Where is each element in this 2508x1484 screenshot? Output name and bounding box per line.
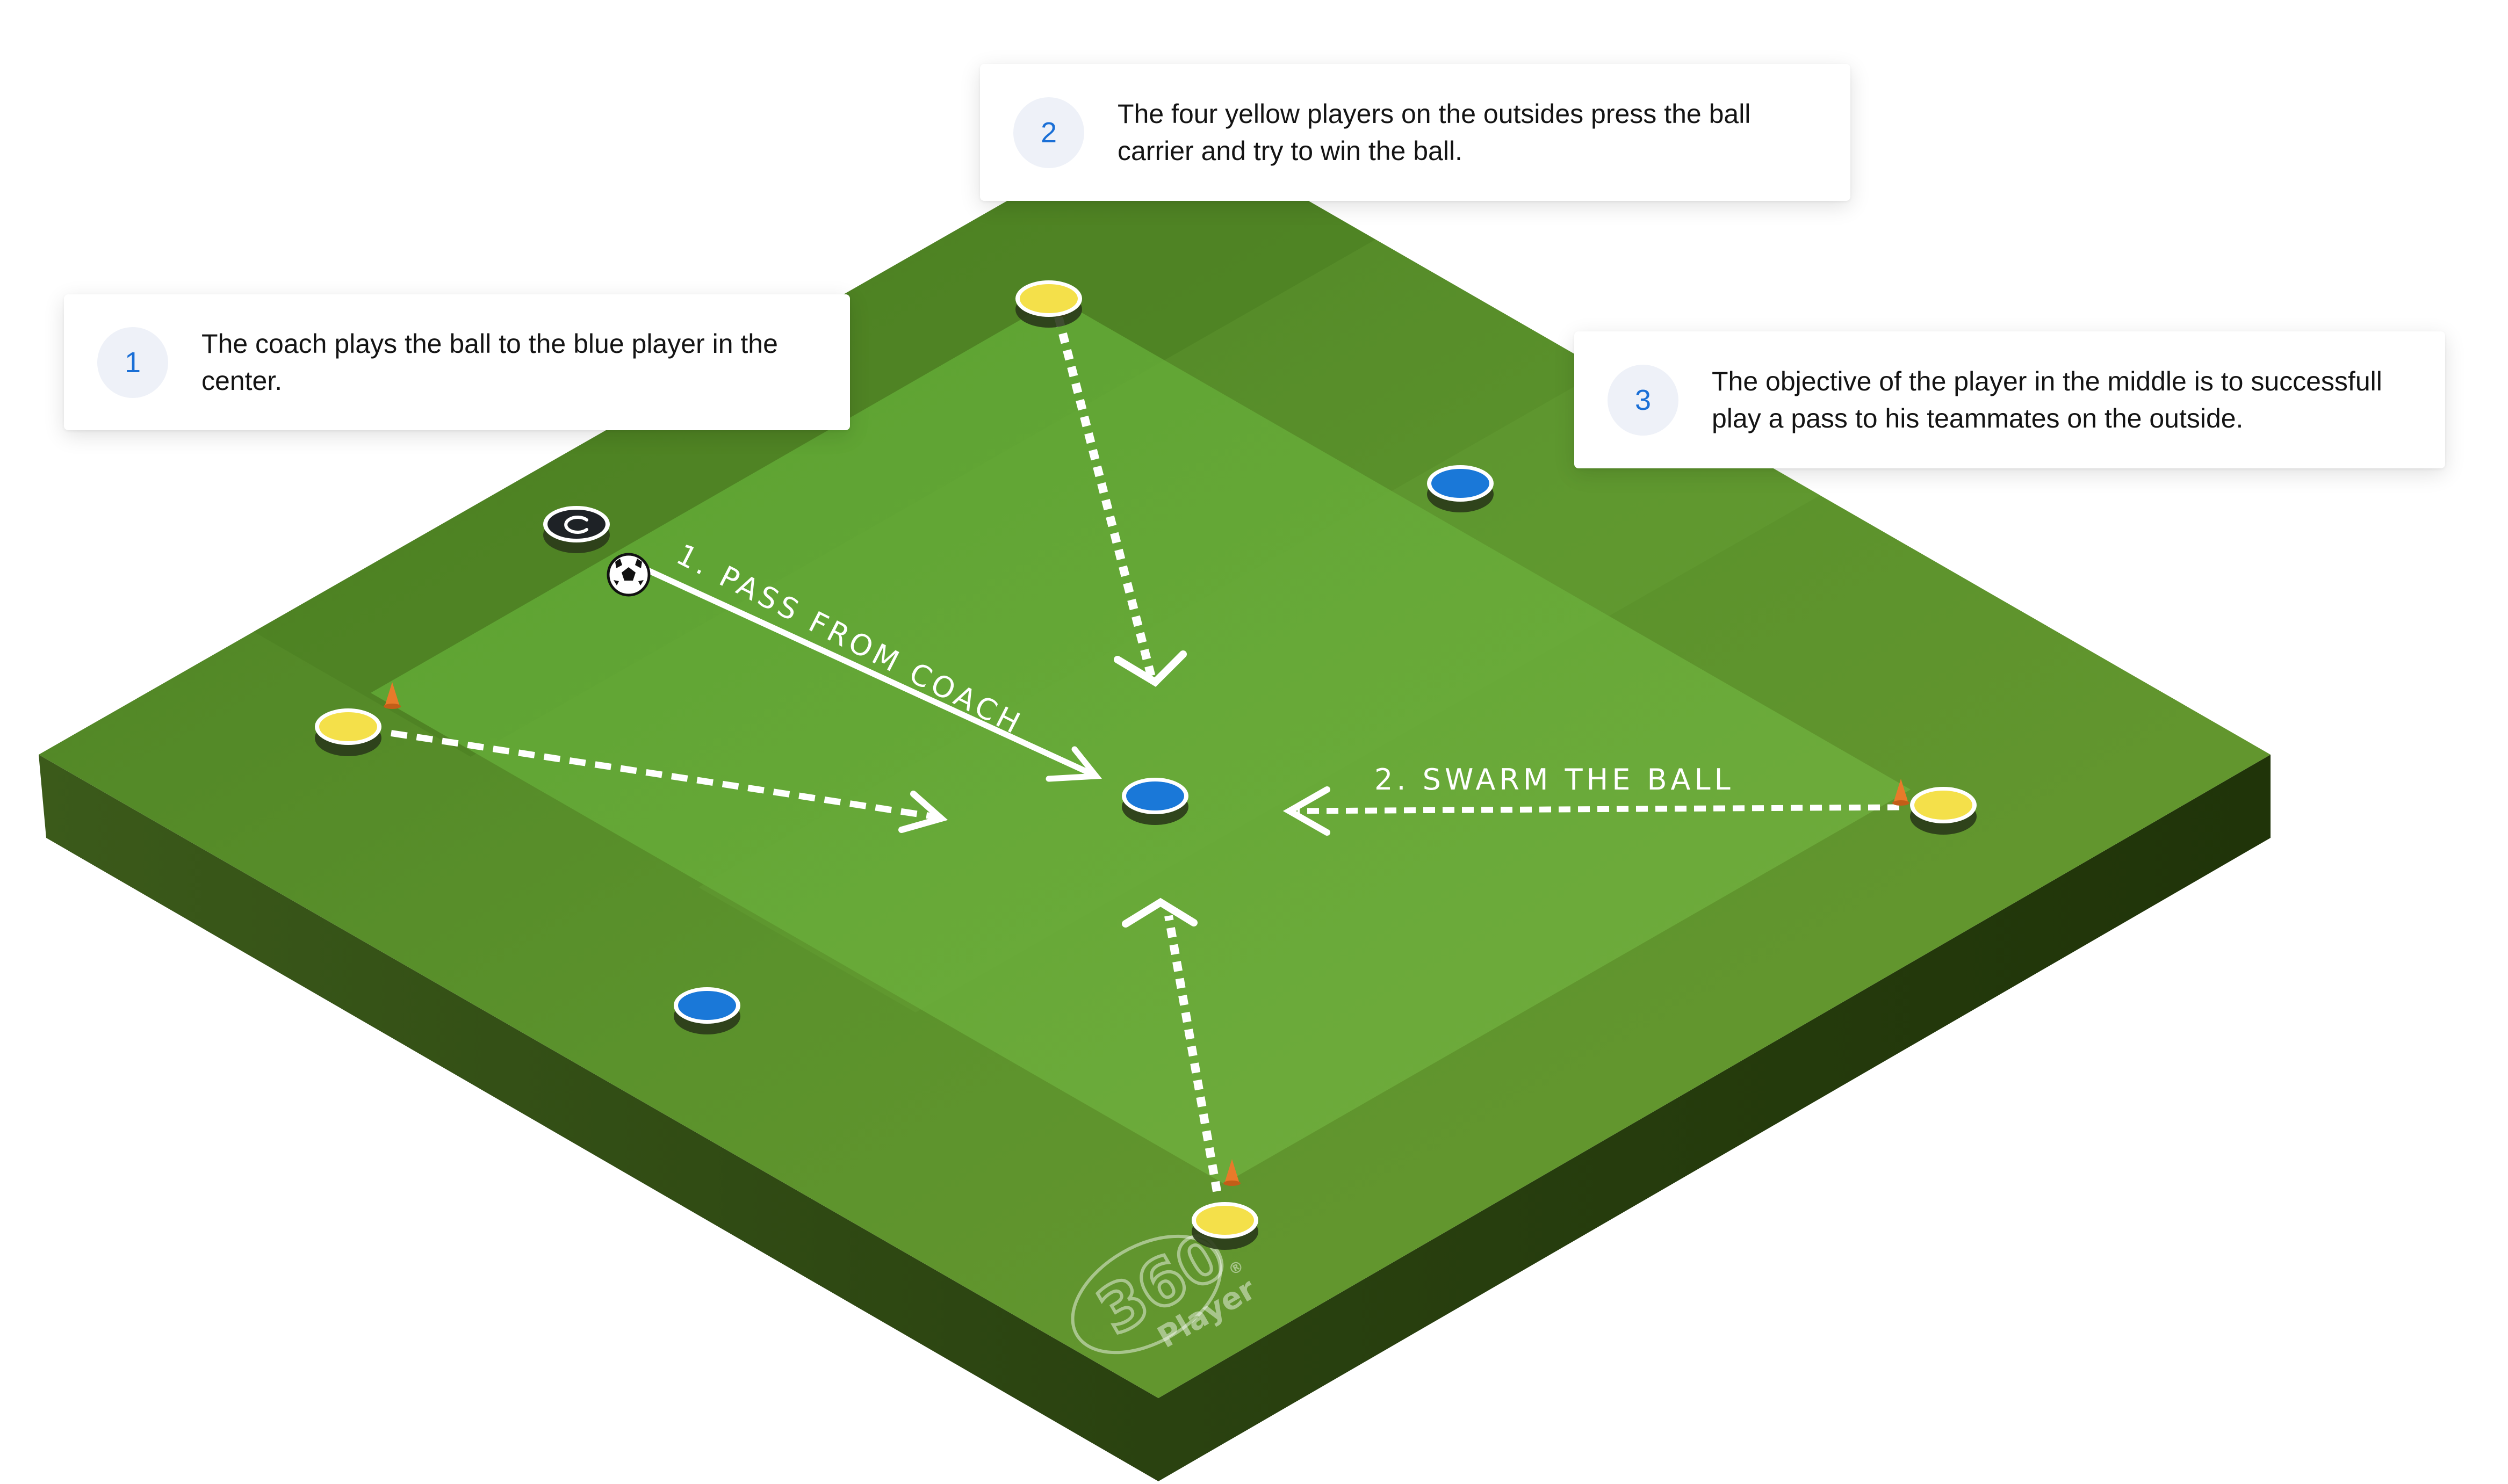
arrow-icon — [1297, 804, 1900, 814]
cone-icon — [1223, 1159, 1241, 1186]
arrow-icon — [1114, 650, 1187, 687]
coach-icon — [543, 506, 610, 553]
step-description: The coach plays the ball to the blue pla… — [201, 328, 778, 396]
step-badge: 3 — [1608, 364, 1678, 436]
swarm-label: 2. SWARM THE BALL — [1374, 763, 1734, 797]
cone-icon — [384, 682, 401, 709]
arrow-icon — [1054, 316, 1157, 682]
callout-step-2: 2 The four yellow players on the outside… — [980, 64, 1850, 201]
callout-step-3: 3 The objective of the player in the mid… — [1574, 331, 2445, 468]
cone-icon — [1892, 779, 1909, 806]
yellow-player — [1192, 1202, 1258, 1250]
yellow-player — [1015, 280, 1082, 328]
arrow-icon — [1164, 915, 1221, 1192]
pitch-side-right — [1158, 755, 2271, 1481]
inner-zone — [371, 299, 1911, 1184]
blue-player — [1122, 778, 1188, 825]
step-description: The objective of the player in the middl… — [1712, 366, 2382, 433]
blue-player — [1427, 465, 1494, 512]
soccer-ball-icon — [607, 553, 651, 597]
arrow-icon — [632, 561, 1092, 776]
blue-player — [674, 987, 740, 1034]
callout-step-1: 1 The coach plays the ball to the blue p… — [64, 294, 850, 430]
step-badge: 1 — [97, 327, 168, 398]
arrow-icon — [1282, 786, 1330, 836]
yellow-player — [315, 708, 381, 756]
step-description: The four yellow players on the outsides … — [1118, 98, 1751, 166]
arrow-icon — [898, 791, 948, 833]
pitch-stripe — [254, 114, 1375, 757]
arrow-icon — [1046, 746, 1102, 782]
yellow-player — [1910, 787, 1977, 835]
arrow-icon — [1122, 897, 1198, 928]
arrow-icon — [391, 730, 941, 821]
step-badge: 2 — [1013, 97, 1084, 168]
pitch-side-left — [39, 755, 1158, 1481]
